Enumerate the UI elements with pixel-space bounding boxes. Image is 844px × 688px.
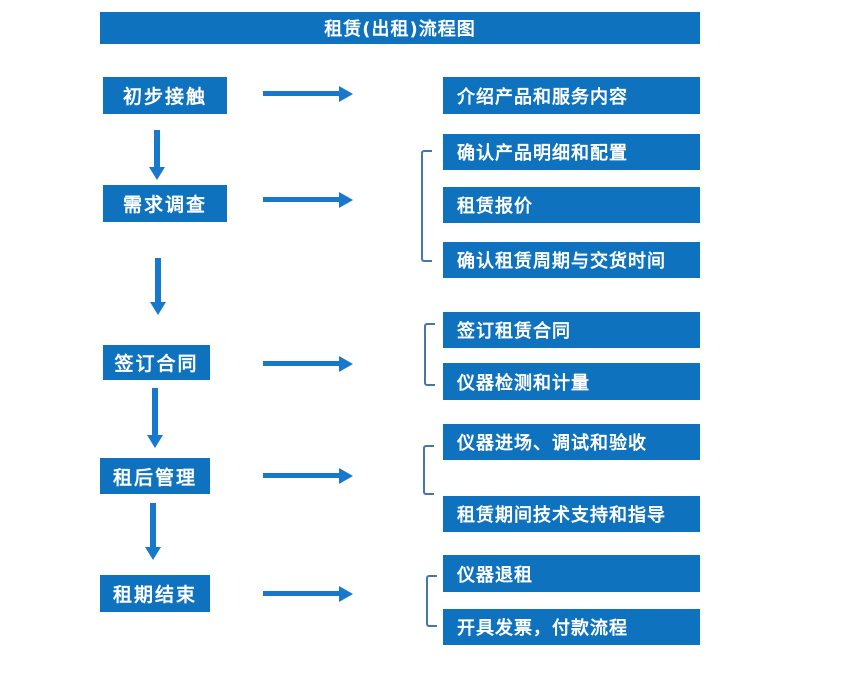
detail-box-instrument-setup-acceptance: 仪器进场、调试和验收 [443, 424, 700, 460]
detail-box-technical-support: 租赁期间技术支持和指导 [443, 496, 700, 532]
right-arrow-5 [263, 591, 339, 596]
group-bracket-demand-survey [421, 150, 432, 262]
flowchart-title: 租赁(出租)流程图 [100, 12, 700, 44]
detail-box-confirm-product-config: 确认产品明细和配置 [443, 134, 700, 170]
group-bracket-sign-contract [424, 323, 435, 386]
down-arrow-1 [154, 130, 160, 167]
down-arrow-3 [152, 388, 158, 435]
detail-box-rental-quote: 租赁报价 [443, 187, 700, 223]
right-arrow-3 [263, 361, 339, 366]
step-box-sign-contract: 签订合同 [103, 345, 210, 380]
right-arrow-1 [263, 91, 339, 96]
right-arrow-4 [263, 473, 339, 478]
step-box-rental-end: 租期结束 [100, 575, 210, 612]
right-arrow-2 [263, 197, 339, 202]
detail-box-confirm-period-delivery: 确认租赁周期与交货时间 [443, 242, 700, 278]
detail-box-instrument-return: 仪器退租 [443, 555, 700, 592]
detail-box-introduce-products: 介绍产品和服务内容 [443, 77, 700, 114]
down-arrow-4 [150, 503, 156, 547]
step-box-post-rental-mgmt: 租后管理 [100, 458, 210, 494]
detail-box-instrument-test-calibration: 仪器检测和计量 [443, 363, 700, 400]
down-arrow-2 [155, 258, 161, 302]
step-box-initial-contact: 初步接触 [103, 77, 227, 114]
detail-box-sign-rental-contract: 签订租赁合同 [443, 312, 700, 348]
detail-box-invoice-payment: 开具发票，付款流程 [443, 609, 700, 645]
group-bracket-rental-end [426, 575, 437, 627]
step-box-demand-survey: 需求调查 [103, 185, 227, 222]
group-bracket-post-rental [423, 445, 434, 495]
